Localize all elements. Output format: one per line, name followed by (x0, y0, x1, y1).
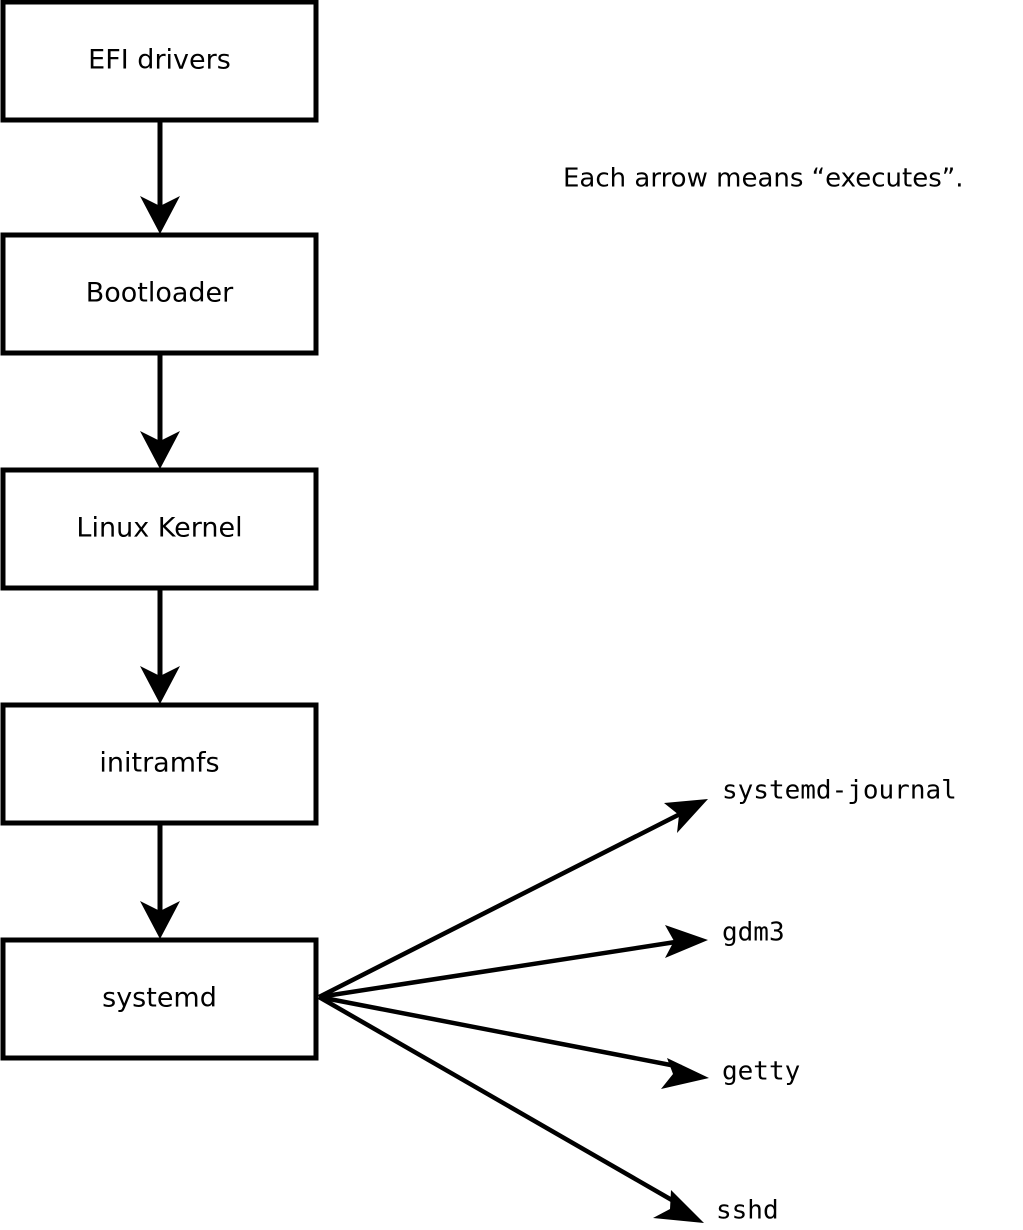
node-label-initramfs: initramfs (99, 748, 219, 779)
arrow-systemd-to-getty (318, 994, 709, 1089)
arrow-systemd-to-sshd (317, 995, 704, 1223)
chain-node-systemd[interactable]: systemd (0, 937, 319, 1061)
leaf-label-getty: getty (722, 1057, 800, 1087)
arrow-linux-kernel-to-initramfs (140, 588, 180, 704)
legend-caption: Each arrow means “executes”. (563, 164, 964, 194)
arrow-efi-drivers-to-bootloader (140, 118, 180, 234)
arrow-initramfs-to-systemd (140, 823, 180, 939)
arrow-systemd-to-gdm3 (318, 925, 708, 1000)
chain-node-initramfs[interactable]: initramfs (0, 702, 319, 826)
node-box-linux-kernel[interactable] (0, 467, 319, 591)
leaf-label-sshd: sshd (716, 1196, 779, 1226)
node-label-linux-kernel: Linux Kernel (76, 513, 242, 544)
node-label-bootloader: Bootloader (86, 278, 234, 309)
chain-node-bootloader[interactable]: Bootloader (0, 232, 319, 356)
flow-connectors (140, 118, 180, 939)
node-box-efi-drivers[interactable] (0, 0, 319, 123)
node-box-systemd[interactable] (0, 937, 319, 1061)
leaf-label-systemd-journal: systemd-journal (722, 776, 957, 806)
arrow-bootloader-to-linux-kernel (140, 353, 180, 469)
chain-node-efi-drivers[interactable]: EFI drivers (0, 0, 319, 123)
node-label-systemd: systemd (102, 983, 217, 1014)
leaf-label-gdm3: gdm3 (722, 918, 785, 948)
node-box-bootloader[interactable] (0, 232, 319, 356)
node-box-initramfs[interactable] (0, 702, 319, 826)
fanout-arrows (317, 799, 709, 1223)
arrow-systemd-to-systemd-journal (317, 799, 708, 1000)
chain-node-linux-kernel[interactable]: Linux Kernel (0, 467, 319, 591)
node-label-efi-drivers: EFI drivers (88, 45, 231, 76)
